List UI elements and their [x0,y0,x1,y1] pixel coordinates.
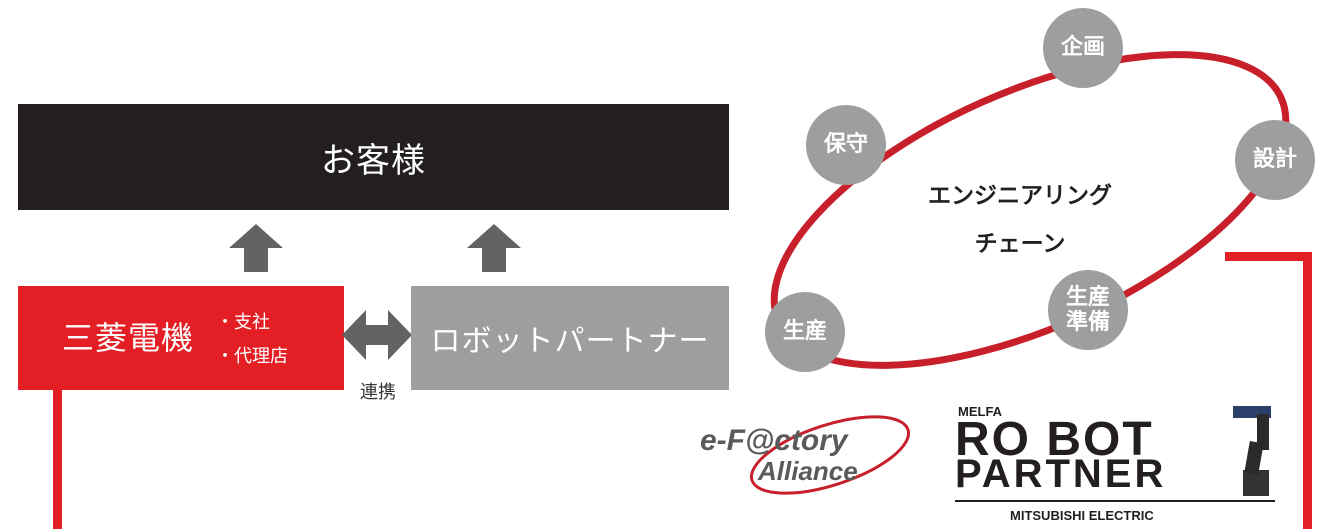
mitsubishi-electric-text: MITSUBISHI ELECTRIC [1010,508,1154,523]
stage-maintenance-label: 保守 [823,132,868,158]
efactory-alliance-logo: e-F@ctory Alliance [690,410,920,500]
red-frame-top [1225,252,1312,261]
robot-arm-icon [1233,406,1271,496]
stage-maintenance: 保守 [806,105,886,185]
branch-office-label: ・支社 [216,312,270,333]
arrow-up-icon [229,224,283,272]
robot-partner-label: ロボットパートナー [430,324,710,359]
stage-prep-line2: 準備 [1065,310,1110,335]
stage-planning: 企画 [1043,8,1123,88]
robot-partner-box: ロボットパートナー [411,286,729,390]
link-label: 連携 [360,382,396,403]
melfa-text: MELFA [958,404,1003,419]
customer-box: お客様 [18,104,729,210]
alliance-text: Alliance [758,456,858,486]
stage-production: 生産 [765,292,845,372]
stage-planning-label: 企画 [1060,35,1105,61]
engineering-chain-title-line1: エンジニアリング [928,183,1112,209]
robot-word: RO BOT [955,413,1154,466]
stage-prep-line1: 生産 [1065,284,1110,310]
stage-production-label: 生産 [782,319,827,345]
globe-icon [749,415,911,495]
customer-label: お客様 [321,140,426,181]
engineering-chain-title: エンジニアリング チェーン [880,172,1160,268]
efactory-text: e-F@ctory [700,424,848,457]
stage-production-prep: 生産 準備 [1048,270,1128,350]
mitsubishi-label: 三菱電機 [62,319,195,357]
partner-word: PARTNER [955,452,1167,496]
red-frame-right [1303,252,1312,529]
mitsubishi-box: 三菱電機 ・支社 ・代理店 [18,286,344,390]
arrow-up-icon [467,224,521,272]
red-frame-left [53,380,62,529]
double-arrow-icon [342,310,412,360]
stage-production-prep-label: 生産 準備 [1066,285,1110,336]
agency-label: ・代理店 [216,346,288,367]
stage-design-label: 設計 [1252,147,1297,173]
engineering-chain-title-line2: チェーン [974,231,1066,257]
stage-design: 設計 [1235,120,1315,200]
logo-divider [955,500,1275,502]
